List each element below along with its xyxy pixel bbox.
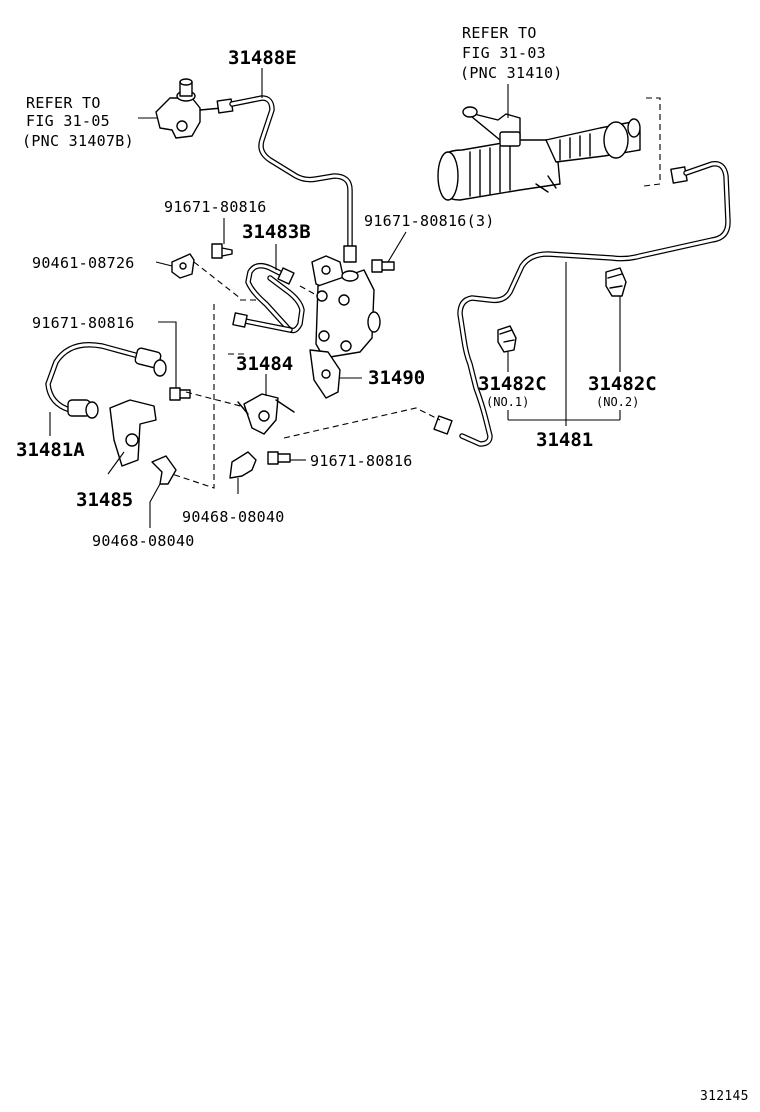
bracket-90461-label: 90461-08726 xyxy=(32,254,135,272)
ref-right-line3: (PNC 31410) xyxy=(460,64,563,82)
pipe-31488E xyxy=(216,95,357,263)
ref-left-line1: REFER TO xyxy=(26,94,101,112)
part-31485-label: 31485 xyxy=(76,489,133,511)
part-31481-label: 31481 xyxy=(536,429,593,451)
clip-90468-right-label: 90468-08040 xyxy=(182,508,285,526)
bracket-31485 xyxy=(109,399,157,467)
pipe-31483B xyxy=(232,263,305,334)
ref-right-line1: REFER TO xyxy=(462,24,537,42)
release-cylinder-assembly xyxy=(437,106,641,201)
clip-31482C-no2 xyxy=(605,267,627,297)
ref-right-line2: FIG 31-03 xyxy=(462,44,546,62)
part-31488E-label: 31488E xyxy=(228,47,297,69)
hose-31481A xyxy=(45,342,167,419)
clip-90468-right xyxy=(229,451,257,479)
pipe-31481 xyxy=(433,161,731,447)
diagram-id: 312145 xyxy=(700,1089,749,1104)
part-31482C-no2-sub: (NO.2) xyxy=(596,395,639,409)
ref-left-line2: FIG 31-05 xyxy=(26,112,110,130)
part-31481A-label: 31481A xyxy=(16,439,85,461)
bolt-91671-left xyxy=(169,387,191,401)
master-cylinder-fitting xyxy=(155,78,223,139)
part-31490-label: 31490 xyxy=(368,367,425,389)
clip-90468-left xyxy=(151,455,177,485)
clip-90468-left-label: 90468-08040 xyxy=(92,532,195,550)
part-31483B-label: 31483B xyxy=(242,221,311,243)
bolt-91671-top-label: 91671-80816 xyxy=(164,198,267,216)
ref-left-line3: (PNC 31407B) xyxy=(22,132,134,150)
clip-31482C-no1 xyxy=(497,325,517,353)
valve-body-31490 xyxy=(309,255,381,399)
part-31482C-no1-label: 31482C xyxy=(478,373,547,395)
bolt-91671-bottom-label: 91671-80816 xyxy=(310,452,413,470)
part-31484-label: 31484 xyxy=(236,353,293,375)
bolt-91671-top xyxy=(211,243,233,259)
part-31482C-no2-label: 31482C xyxy=(588,373,657,395)
bracket-31484 xyxy=(237,393,295,435)
part-31482C-no1-sub: (NO.1) xyxy=(486,395,529,409)
bolt-91671-bottom xyxy=(267,451,291,465)
bolt-91671-left-label: 91671-80816 xyxy=(32,314,135,332)
bracket-90461 xyxy=(171,253,195,279)
bolt-91671-3 xyxy=(371,259,395,273)
bolt-91671-3-label: 91671-80816(3) xyxy=(364,212,495,230)
